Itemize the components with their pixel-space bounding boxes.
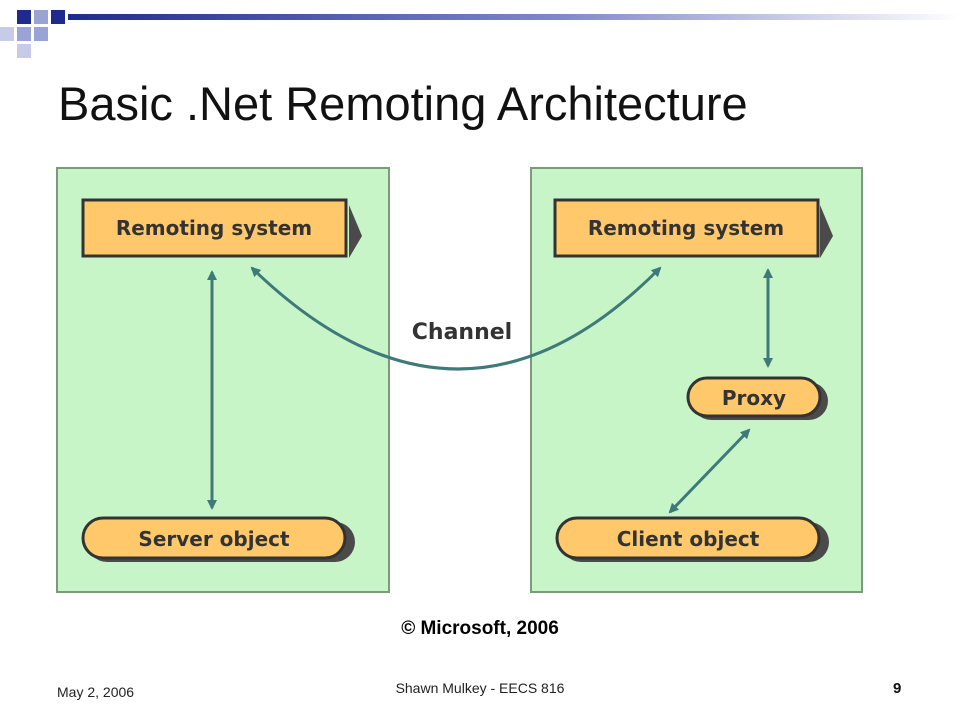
slide-title: Basic .Net Remoting Architecture: [58, 77, 748, 130]
proxy-label: Proxy: [722, 386, 786, 410]
page-number: 9: [893, 680, 902, 697]
header-square-faint: [17, 44, 31, 58]
footer-author: Shawn Mulkey - EECS 816: [395, 680, 565, 696]
header-square-faint: [0, 27, 14, 41]
header-square-light: [17, 27, 31, 41]
header-decoration: [0, 10, 960, 58]
channel-label: Channel: [412, 320, 512, 345]
header-square-light: [34, 10, 48, 24]
server-remoting-system-node: Remoting system: [81, 198, 362, 258]
channel-arrow: [250, 266, 662, 371]
server-object-label: Server object: [138, 527, 290, 551]
server-remoting-label: Remoting system: [116, 216, 312, 240]
header-square-light: [34, 27, 48, 41]
copyright-text: © Microsoft, 2006: [401, 618, 559, 639]
client-remoting-system-node: Remoting system: [553, 198, 833, 258]
proxy-node: Proxy: [686, 376, 828, 420]
footer-date: May 2, 2006: [57, 684, 135, 700]
header-square-dark: [51, 10, 65, 24]
client-object-label: Client object: [617, 527, 760, 551]
client-remoting-label: Remoting system: [588, 216, 784, 240]
header-square-dark: [17, 10, 31, 24]
header-bar: [68, 14, 960, 20]
client-object-node: Client object: [555, 516, 829, 562]
proxy-client-arrow: [668, 428, 751, 514]
server-object-node: Server object: [81, 516, 355, 562]
